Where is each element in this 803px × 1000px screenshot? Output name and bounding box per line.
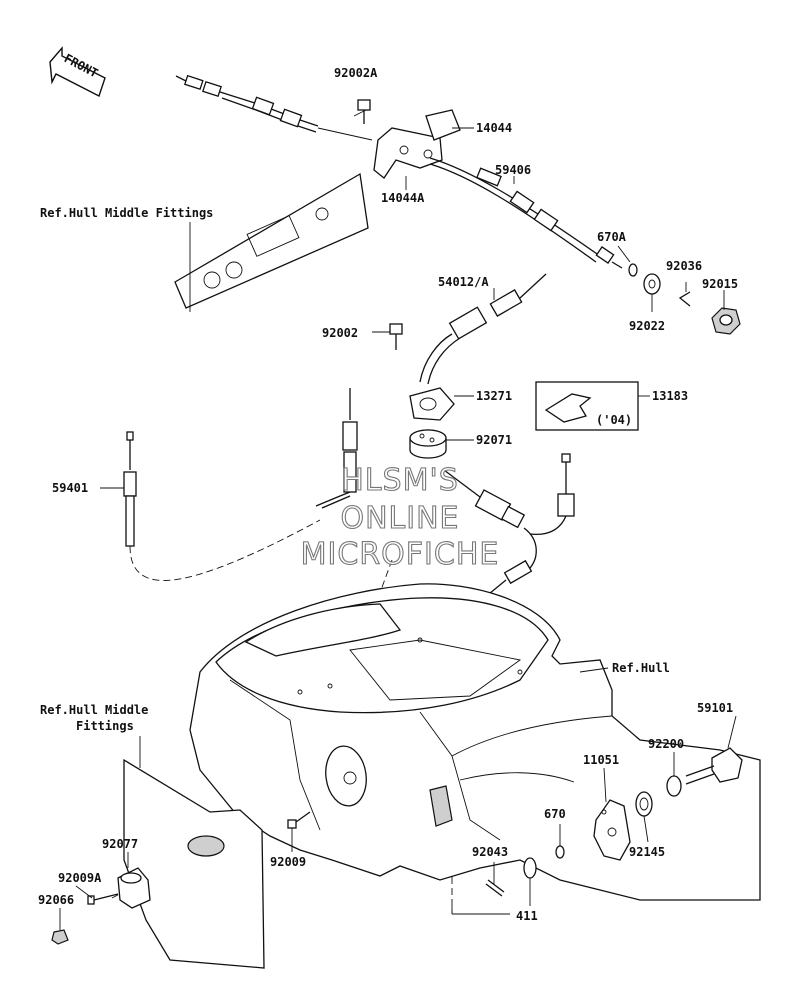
washer-411 [523, 857, 537, 879]
label-92043: 92043 [472, 845, 508, 859]
label-14044: 14044 [476, 121, 512, 135]
plate-11051 [593, 799, 631, 861]
label-ref-hull-middle-bottom-1: Ref.Hull Middle [40, 703, 148, 717]
part-labels: 92002A 14044 14044A 59406 Ref.Hull Middl… [38, 66, 738, 923]
label-ref-hull-middle-bottom-2: Fittings [76, 719, 134, 733]
label-54012A: 54012/A [438, 275, 489, 289]
label-670: 670 [544, 807, 566, 821]
label-411: 411 [516, 909, 538, 923]
grommet-92071 [409, 429, 447, 459]
label-92036: 92036 [666, 259, 702, 273]
label-92071: 92071 [476, 433, 512, 447]
leader-lines [59, 109, 737, 930]
oring-670A [628, 263, 638, 277]
watermark: HLSM'S ONLINE MICROFICHE [300, 462, 500, 572]
label-13183: 13183 [652, 389, 688, 403]
washer-92022 [643, 273, 661, 295]
cable-connector-assembly [443, 453, 575, 604]
watermark-line-3: MICROFICHE [301, 537, 500, 572]
cable-bracket-14044A [373, 127, 443, 179]
label-ref-hull: Ref.Hull [612, 661, 670, 675]
label-92145: 92145 [629, 845, 665, 859]
label-ref-hull-middle-top: Ref.Hull Middle Fittings [40, 206, 213, 220]
label-92200: 92200 [648, 737, 684, 751]
label-670A: 670A [597, 230, 627, 244]
label-13271: 13271 [476, 389, 512, 403]
knob-59101 [685, 747, 743, 785]
label-92009: 92009 [270, 855, 306, 869]
cable-59406 [429, 157, 623, 269]
label-92022: 92022 [629, 319, 665, 333]
washer-92200 [666, 775, 682, 797]
screw-92009A [87, 893, 119, 905]
nut-92066 [51, 929, 69, 945]
throttle-cable-upper [175, 74, 373, 141]
label-11051: 11051 [583, 753, 619, 767]
label-59401: 59401 [52, 481, 88, 495]
label-92009A: 92009A [58, 871, 102, 885]
label-59101: 59101 [697, 701, 733, 715]
bolt-92002A [357, 99, 371, 124]
hull-middle-fittings-plate [174, 172, 369, 309]
label-59406: 59406 [495, 163, 531, 177]
front-arrow-icon: FRONT [49, 46, 106, 97]
plate-13183-box [535, 381, 639, 431]
watermark-line-2: ONLINE [340, 501, 459, 536]
nut-92015 [711, 307, 741, 335]
plate-13271 [409, 387, 455, 421]
choke-cable-54012A [419, 273, 547, 385]
label-92015: 92015 [702, 277, 738, 291]
pin-92043 [485, 879, 505, 897]
bolt-92002 [389, 323, 403, 350]
watermark-line-1: HLSM'S [341, 463, 459, 498]
label-92002A: 92002A [334, 66, 378, 80]
label-92077: 92077 [102, 837, 138, 851]
cover-14044 [425, 109, 461, 141]
label-14044A: 14044A [381, 191, 425, 205]
label-13183-note: ('04) [596, 413, 632, 427]
cap-92077 [117, 867, 151, 909]
cable-59401 [123, 388, 358, 581]
label-92002: 92002 [322, 326, 358, 340]
label-92066: 92066 [38, 893, 74, 907]
clip-92036 [678, 291, 691, 307]
spacer-92145 [635, 791, 653, 817]
